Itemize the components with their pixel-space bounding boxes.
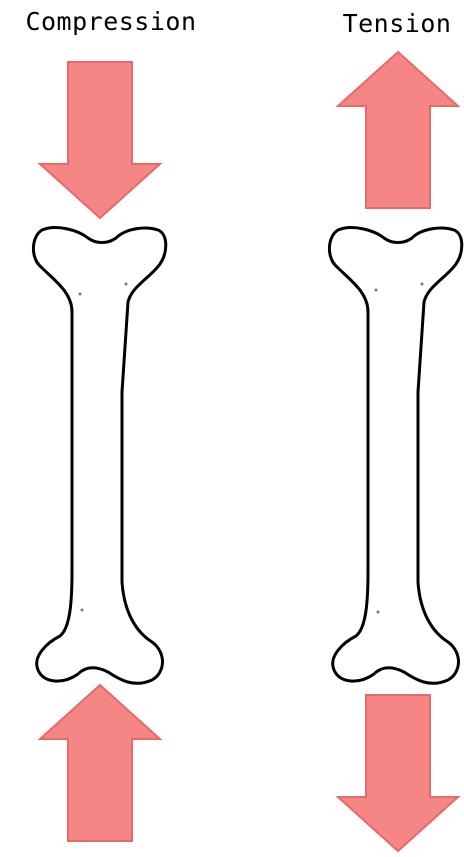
compression-title: Compression	[25, 7, 196, 36]
tension-top-arrow	[338, 52, 458, 208]
compression-bone	[33, 228, 165, 684]
compression-top-arrow	[40, 62, 160, 218]
tension-panel: Tension	[329, 9, 461, 851]
tension-bottom-arrow	[338, 695, 458, 851]
tension-bone	[329, 228, 461, 684]
compression-panel: Compression	[25, 7, 196, 841]
tension-title: Tension	[343, 9, 452, 38]
compression-bottom-arrow	[40, 685, 160, 841]
